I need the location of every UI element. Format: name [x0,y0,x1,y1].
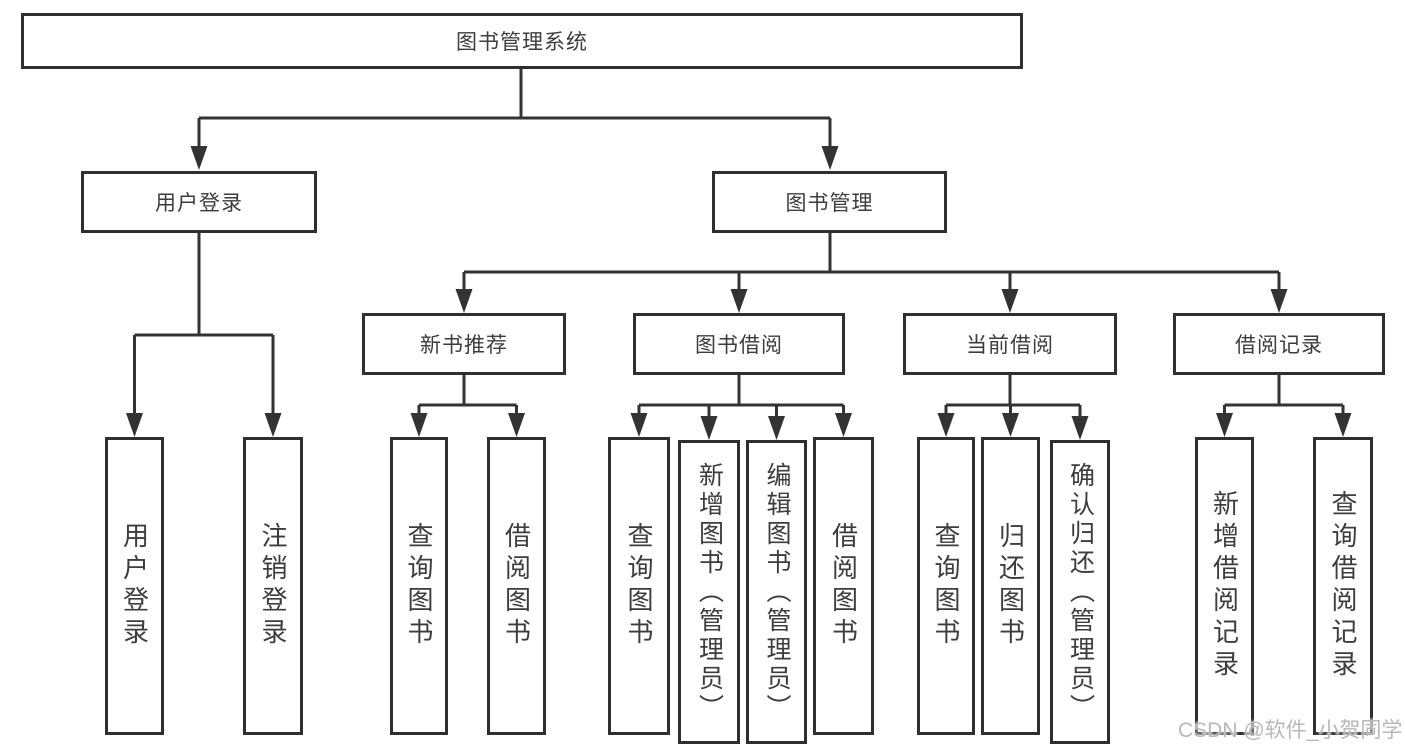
connector-borrow-to-leaves [637,374,845,421]
arrowhead-icon [768,416,785,440]
node-user-login: 用户登录 [81,171,317,233]
csdn-watermark: CSDN @软件_小贺同学 [1178,719,1403,742]
leaf-return-book: 归还图书 [981,437,1040,735]
connector-bookmgmt-to-level3 [462,232,1281,293]
arrowhead-icon [410,413,428,437]
node-label: 用户登录 [155,192,243,215]
connector-current-to-leaves [944,374,1082,421]
node-label: 当前借阅 [966,334,1054,357]
leaf-label: 查询借阅记录 [1328,490,1358,682]
leaf-label: 查询图书 [931,522,961,650]
leaf-label: 新增借阅记录 [1209,490,1240,682]
arrowhead-icon [630,413,648,437]
node-label: 新书推荐 [420,334,508,357]
leaf-label: 注销登录 [258,522,288,650]
leaf-label: 借阅图书 [828,522,859,650]
arrowhead-icon [835,413,852,437]
node-book-borrowing: 图书借阅 [633,313,845,375]
connector-userlogin-to-leaves [133,232,275,418]
arrowhead-icon [1002,413,1019,437]
node-current-borrowing: 当前借阅 [903,313,1117,375]
arrowhead-icon [700,416,718,440]
leaf-add-borrow-record: 新增借阅记录 [1195,437,1254,735]
arrowhead-icon [1001,289,1019,313]
arrowhead-icon [1216,413,1233,437]
leaf-edit-book-admin: 编辑图书（管理员） [746,440,807,744]
leaf-add-book-admin: 新增图书（管理员） [678,440,740,744]
leaf-label: 编辑图书（管理员） [763,461,791,723]
node-new-book-recommend: 新书推荐 [362,313,566,375]
leaf-borrow-books-1: 借阅图书 [487,437,546,735]
leaf-borrow-books-2: 借阅图书 [813,437,874,735]
leaf-label: 确认归还（管理员） [1066,461,1095,723]
leaf-confirm-return-admin: 确认归还（管理员） [1050,440,1110,744]
arrowhead-icon [1270,289,1288,313]
node-root-system: 图书管理系统 [21,13,1023,69]
leaf-label: 新增图书（管理员） [695,461,724,723]
connector-root-to-level2 [197,68,832,150]
leaf-label: 用户登录 [119,522,150,650]
arrowhead-icon [508,413,525,437]
leaf-label: 查询图书 [404,522,434,650]
connector-newbooks-to-leaves [417,374,518,418]
arrowhead-icon [1334,413,1352,437]
leaf-query-books-3: 查询图书 [917,437,975,735]
connector-records-to-leaves [1223,374,1345,418]
arrowhead-icon [264,413,282,437]
leaf-label: 借阅图书 [501,522,532,650]
arrowhead-icon [1071,416,1089,440]
arrowhead-icon [455,289,473,313]
arrowhead-icon [190,146,208,170]
leaf-user-login: 用户登录 [105,437,164,735]
node-book-management: 图书管理 [712,171,947,233]
arrowhead-icon [937,413,955,437]
leaf-query-books-1: 查询图书 [390,437,448,735]
leaf-query-borrow-record: 查询借阅记录 [1313,437,1373,735]
leaf-query-books-2: 查询图书 [608,437,670,735]
arrowhead-icon [821,146,839,170]
node-label: 图书管理 [785,192,874,215]
leaf-label: 查询图书 [624,522,654,650]
node-borrowing-records: 借阅记录 [1173,313,1385,375]
arrowhead-icon [126,413,143,437]
leaf-label: 归还图书 [995,522,1026,650]
node-label: 图书借阅 [695,334,783,357]
arrowhead-icon [730,289,748,313]
node-label: 借阅记录 [1235,334,1323,357]
node-label: 图书管理系统 [456,31,588,54]
leaf-logout: 注销登录 [243,437,303,735]
